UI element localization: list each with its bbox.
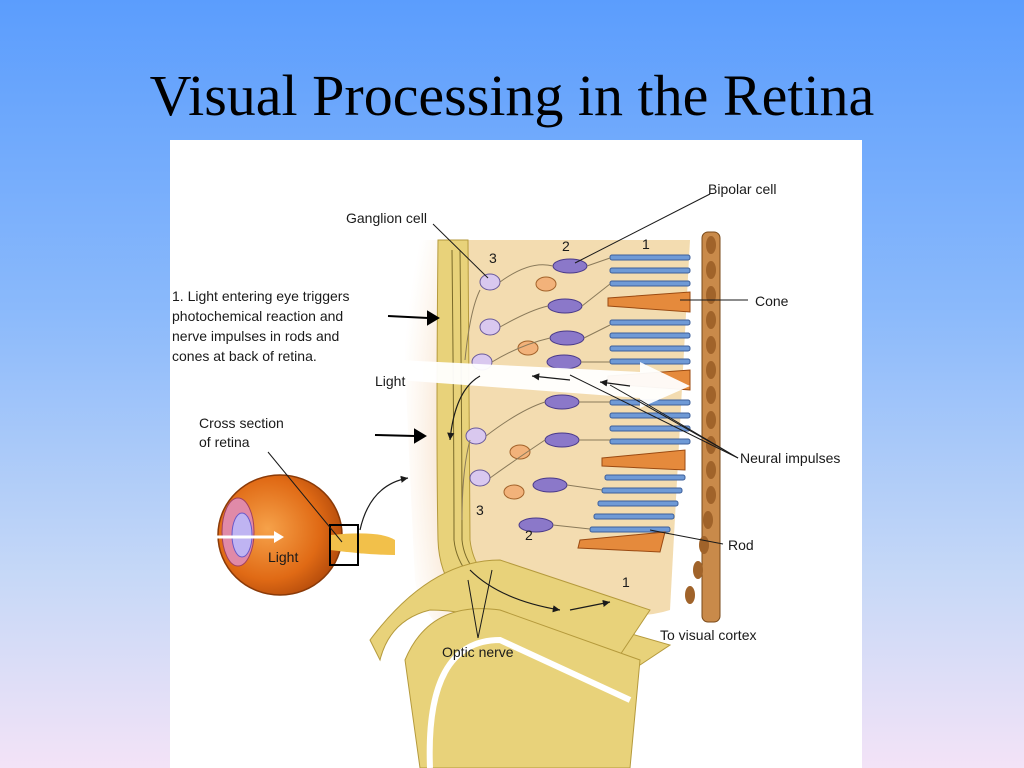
- caption-arrows: [374, 310, 440, 444]
- optic-nerve: [369, 559, 651, 768]
- layer-number: 3: [489, 250, 497, 266]
- caption-text: 1. Light entering eye triggers photochem…: [172, 288, 349, 364]
- slide-title: Visual Processing in the Retina: [149, 63, 875, 128]
- layer-number: 1: [622, 574, 630, 590]
- pigment-epithelium: [685, 231, 721, 623]
- eye-illustration: [214, 474, 409, 596]
- bipolar-cells: [518, 258, 588, 533]
- caption-line: nerve impulses in rods and: [172, 328, 339, 344]
- caption-line: 1. Light entering eye triggers: [172, 288, 349, 304]
- layer-number: 1: [642, 236, 650, 252]
- label-neural-impulses: Neural impulses: [740, 450, 840, 466]
- dendrites: [461, 257, 611, 530]
- leader-lines: [267, 193, 748, 639]
- label-optic-nerve: Optic nerve: [442, 644, 514, 660]
- label-light-top: Light: [375, 373, 405, 389]
- retina-diagram-svg: Ganglion cell Bipolar cell Cone Rod Neur…: [172, 181, 840, 768]
- label-rod: Rod: [728, 537, 754, 553]
- label-cross-section-2: of retina: [199, 434, 250, 450]
- light-beam-arrow: [398, 360, 690, 408]
- layer-number: 2: [562, 238, 570, 254]
- cross-section-box: [329, 524, 359, 566]
- label-ganglion-cell: Ganglion cell: [346, 210, 427, 226]
- layer-numbers-bottom: 3 2 1: [476, 502, 630, 590]
- caption-line: photochemical reaction and: [172, 308, 343, 324]
- label-cone: Cone: [755, 293, 789, 309]
- rods: [589, 254, 691, 533]
- retina-diagram: Ganglion cell Bipolar cell Cone Rod Neur…: [170, 140, 862, 768]
- layer-numbers-top: 3 2 1: [489, 236, 650, 266]
- label-to-visual-cortex: To visual cortex: [660, 627, 756, 643]
- label-light-eye: Light: [268, 549, 298, 565]
- layer-number: 2: [525, 527, 533, 543]
- neural-impulse-arrows: [447, 373, 631, 613]
- label-bipolar-cell: Bipolar cell: [708, 181, 776, 197]
- layer-number: 3: [476, 502, 484, 518]
- label-cross-section-1: Cross section: [199, 415, 284, 431]
- amacrine-cells: [503, 276, 557, 500]
- caption-line: cones at back of retina.: [172, 348, 317, 364]
